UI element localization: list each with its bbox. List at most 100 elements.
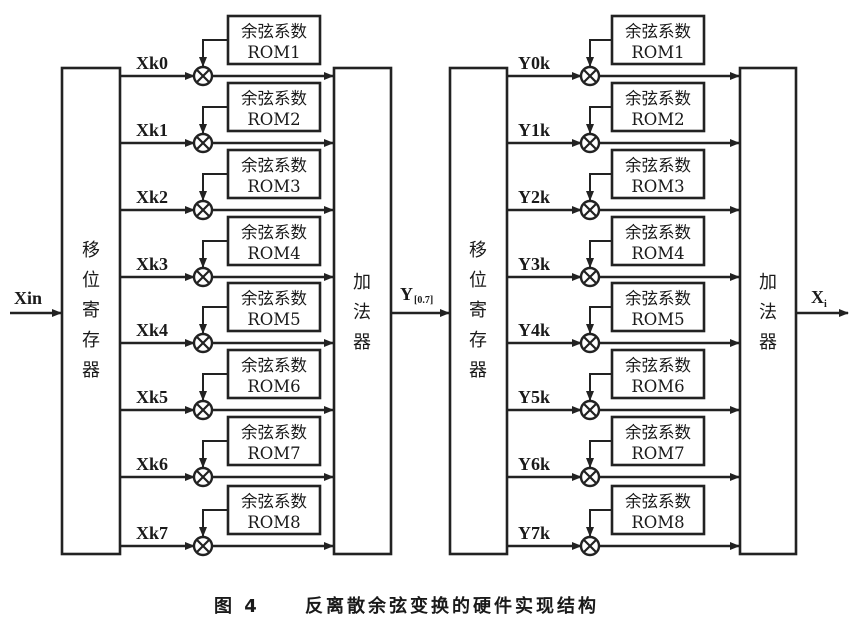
multiplier-icon: [579, 266, 601, 288]
output-label-x-subscript: i: [824, 299, 827, 310]
figure-caption: 图 4 反离散余弦变换的硬件实现结构: [214, 595, 599, 617]
rom-name: ROM2: [247, 110, 300, 129]
rom-name: ROM4: [247, 244, 300, 263]
rom-title: 余弦系数: [625, 22, 692, 41]
tap-label: Xk4: [136, 320, 168, 340]
rom-title: 余弦系数: [625, 289, 692, 308]
rom-title: 余弦系数: [625, 356, 692, 375]
rom-name: ROM7: [247, 444, 300, 463]
multiplier-icon: [192, 466, 214, 488]
intermediate-output-label: Y [0.7]: [400, 284, 433, 306]
multiplier-icon: [579, 65, 601, 87]
rom-name: ROM3: [247, 177, 300, 196]
rom-name: ROM2: [631, 110, 684, 129]
tap-label: Y5k: [518, 387, 550, 407]
adder-label: 加 法 器: [353, 272, 371, 353]
cosine-rom-block: 余弦系数 ROM7: [199, 415, 322, 468]
caption-title: 反离散余弦变换的硬件实现结构: [305, 595, 599, 617]
shift-register-block: [448, 66, 509, 556]
multiply-row: Y4k 余弦系数 ROM5: [507, 281, 740, 354]
rom-title: 余弦系数: [241, 423, 308, 442]
rom-title: 余弦系数: [625, 492, 692, 511]
final-output-label: X i: [811, 287, 827, 310]
rom-title: 余弦系数: [241, 223, 308, 242]
multiplier-icon: [192, 399, 214, 421]
coefficient-arrow: [199, 240, 228, 268]
multiplier-icon: [579, 399, 601, 421]
coefficient-arrow: [586, 173, 612, 201]
rom-name: ROM7: [631, 444, 684, 463]
tap-label: Y1k: [518, 120, 550, 140]
stage1: Xin 移 位 寄 存 器 加 法 器 Y [0.7] Xk0余弦系数ROM1X…: [10, 14, 450, 557]
adder-char: 器: [353, 332, 371, 353]
multiply-row: Y1k 余弦系数 ROM2: [507, 81, 740, 154]
rom-name: ROM5: [631, 310, 684, 329]
tap-label: Xk2: [136, 187, 168, 207]
adder-label: 加 法 器: [759, 272, 777, 353]
shift-register-char: 位: [469, 270, 487, 291]
shift-register-char: 移: [469, 240, 487, 261]
shift-register-char: 器: [469, 360, 487, 381]
shift-register-char: 器: [82, 360, 100, 381]
coefficient-arrow: [199, 306, 228, 334]
stage1-rows: Xk0余弦系数ROM1Xk1余弦系数ROM2Xk2余弦系数ROM3Xk3余弦系数…: [120, 14, 334, 557]
shift-register-label: 移 位 寄 存 器: [82, 240, 100, 381]
shift-register-char: 移: [82, 240, 100, 261]
tap-label: Y2k: [518, 187, 550, 207]
cosine-rom-block: 余弦系数 ROM4: [199, 215, 322, 268]
tap-label: Y7k: [518, 523, 550, 543]
shift-register-char: 存: [82, 330, 100, 351]
rom-name: ROM6: [247, 377, 300, 396]
coefficient-arrow: [199, 440, 228, 468]
rom-title: 余弦系数: [625, 89, 692, 108]
input-label-xin: Xin: [14, 288, 42, 308]
adder-char: 法: [353, 302, 371, 323]
rom-name: ROM4: [631, 244, 684, 263]
multiply-row: Y6k 余弦系数 ROM7: [507, 415, 740, 488]
adder-char: 器: [759, 332, 777, 353]
rom-title: 余弦系数: [241, 356, 308, 375]
adder-block: [332, 66, 393, 556]
rom-name: ROM1: [247, 43, 300, 62]
stage2: 移 位 寄 存 器 加 法 器 X i Y0k余弦系数ROM1Y1k余弦系数RO…: [448, 14, 849, 557]
stage2-rows: Y0k余弦系数ROM1Y1k余弦系数ROM2Y2k余弦系数ROM3Y3k余弦系数…: [507, 14, 740, 557]
shift-register-char: 寄: [82, 300, 100, 321]
rom-title: 余弦系数: [625, 156, 692, 175]
shift-register-block: [60, 66, 122, 556]
tap-label: Y6k: [518, 454, 550, 474]
coefficient-arrow: [199, 373, 228, 401]
rom-title: 余弦系数: [625, 423, 692, 442]
tap-label: Xk5: [136, 387, 168, 407]
tap-label: Xk3: [136, 254, 168, 274]
multiplier-icon: [579, 332, 601, 354]
tap-label: Xk1: [136, 120, 168, 140]
cosine-rom-block: 余弦系数 ROM6: [199, 348, 322, 401]
rom-name: ROM3: [631, 177, 684, 196]
multiplier-icon: [192, 332, 214, 354]
coefficient-arrow: [586, 106, 612, 134]
multiplier-icon: [579, 535, 601, 557]
adder-block: [738, 66, 798, 556]
multiplier-icon: [192, 65, 214, 87]
tap-label: Y0k: [518, 53, 550, 73]
multiply-row: Y7k 余弦系数 ROM8: [507, 484, 740, 557]
shift-register-char: 寄: [469, 300, 487, 321]
rom-name: ROM8: [247, 513, 300, 532]
shift-register-char: 存: [469, 330, 487, 351]
rom-name: ROM8: [631, 513, 684, 532]
coefficient-arrow: [586, 373, 612, 401]
tap-label: Y4k: [518, 320, 550, 340]
coefficient-arrow: [199, 39, 228, 67]
tap-label: Xk7: [136, 523, 168, 543]
